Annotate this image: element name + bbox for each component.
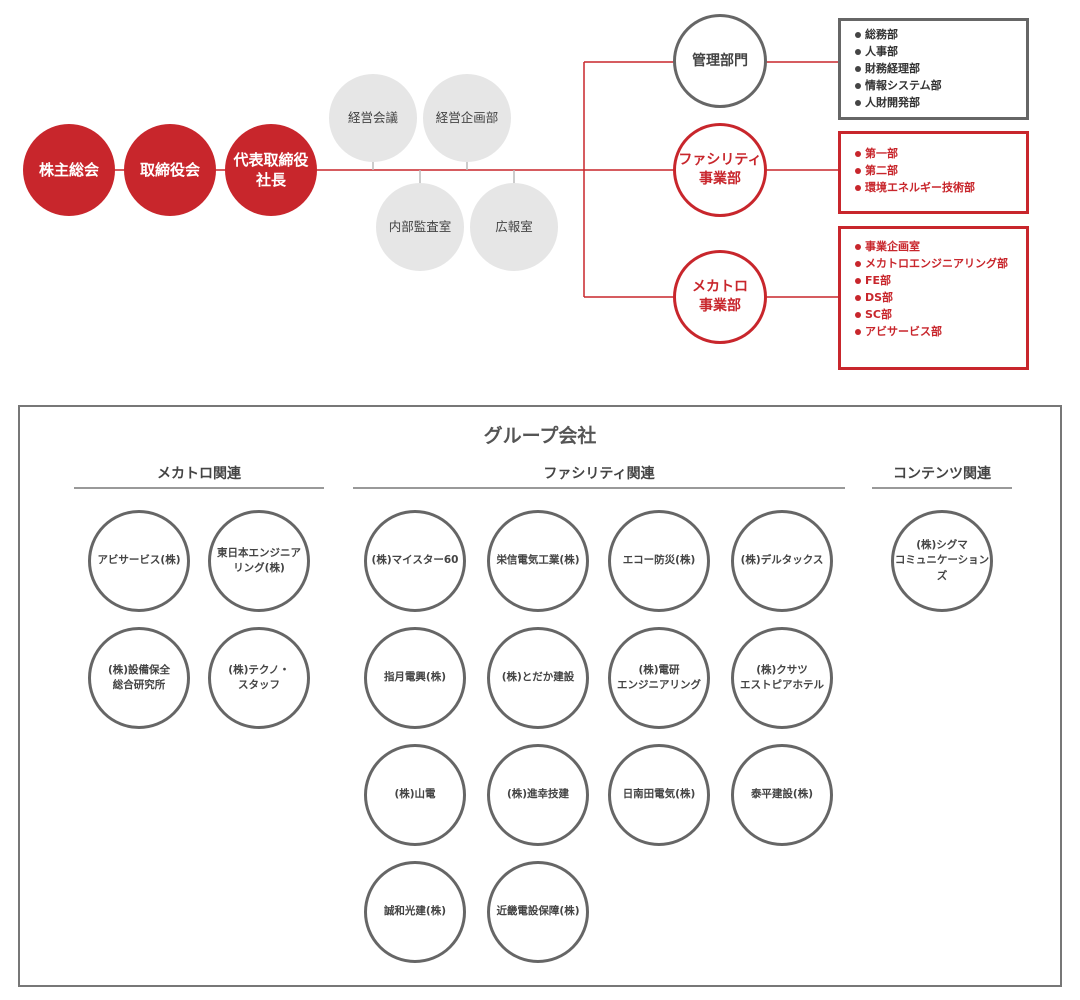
admin-item: 人財開発部 — [855, 94, 1018, 111]
company-circle: 泰平建設(株) — [731, 744, 833, 846]
admin-item: 総務部 — [855, 26, 1018, 43]
company-circle: (株)設備保全 総合研究所 — [88, 627, 190, 729]
company-circle: (株)電研 エンジニアリング — [608, 627, 710, 729]
mechatronics-item: SC部 — [855, 306, 1018, 323]
mechatronics-division-box: 事業企画室 メカトロエンジニアリング部 FE部 DS部 SC部 アビサービス部 — [838, 226, 1029, 370]
category-divider — [74, 487, 324, 489]
company-circle: 近畿電設保障(株) — [487, 861, 589, 963]
corporate-planning-node: 経営企画部 — [423, 74, 511, 162]
management-meeting-node: 経営会議 — [329, 74, 417, 162]
company-circle: アビサービス(株) — [88, 510, 190, 612]
admin-division-box: 総務部 人事部 財務経理部 情報システム部 人財開発部 — [838, 18, 1029, 120]
admin-item: 情報システム部 — [855, 77, 1018, 94]
admin-item: 人事部 — [855, 43, 1018, 60]
group-companies-panel: グループ会社 メカトロ関連 ファシリティ関連 コンテンツ関連 アビサービス(株)… — [18, 405, 1062, 987]
category-title-mechatronics: メカトロ関連 — [157, 466, 241, 482]
company-circle: (株)デルタックス — [731, 510, 833, 612]
company-circle: 栄信電気工業(株) — [487, 510, 589, 612]
company-circle: 誠和光建(株) — [364, 861, 466, 963]
facility-item: 第二部 — [855, 162, 1018, 179]
facility-division-node: ファシリティ 事業部 — [673, 123, 767, 217]
company-circle: (株)マイスター60 — [364, 510, 466, 612]
facility-division-box: 第一部 第二部 環境エネルギー技術部 — [838, 131, 1029, 214]
company-circle: (株)シグマ コミュニケーションズ — [891, 510, 993, 612]
company-circle: (株)進幸技建 — [487, 744, 589, 846]
public-relations-node: 広報室 — [470, 183, 558, 271]
facility-item: 環境エネルギー技術部 — [855, 179, 1018, 196]
shareholders-meeting-node: 株主総会 — [23, 124, 115, 216]
facility-item: 第一部 — [855, 145, 1018, 162]
category-divider — [872, 487, 1012, 489]
board-of-directors-node: 取締役会 — [124, 124, 216, 216]
company-circle: (株)クサツ エストピアホテル — [731, 627, 833, 729]
admin-division-node: 管理部門 — [673, 14, 767, 108]
company-circle: 日南田電気(株) — [608, 744, 710, 846]
mechatronics-item: メカトロエンジニアリング部 — [855, 255, 1018, 272]
company-circle: (株)山電 — [364, 744, 466, 846]
company-circle: 東日本エンジニア リング(株) — [208, 510, 310, 612]
mechatronics-item: FE部 — [855, 272, 1018, 289]
admin-item: 財務経理部 — [855, 60, 1018, 77]
company-circle: (株)テクノ・ スタッフ — [208, 627, 310, 729]
mechatronics-item: アビサービス部 — [855, 323, 1018, 340]
mechatronics-item: DS部 — [855, 289, 1018, 306]
internal-audit-node: 内部監査室 — [376, 183, 464, 271]
category-title-facility: ファシリティ関連 — [543, 466, 655, 482]
company-circle: (株)とだか建設 — [487, 627, 589, 729]
mechatronics-division-node: メカトロ 事業部 — [673, 250, 767, 344]
president-node: 代表取締役 社長 — [225, 124, 317, 216]
company-circle: エコー防災(株) — [608, 510, 710, 612]
category-divider — [353, 487, 845, 489]
company-circle: 指月電興(株) — [364, 627, 466, 729]
category-title-contents: コンテンツ関連 — [893, 466, 991, 482]
mechatronics-item: 事業企画室 — [855, 238, 1018, 255]
group-title: グループ会社 — [483, 425, 597, 447]
